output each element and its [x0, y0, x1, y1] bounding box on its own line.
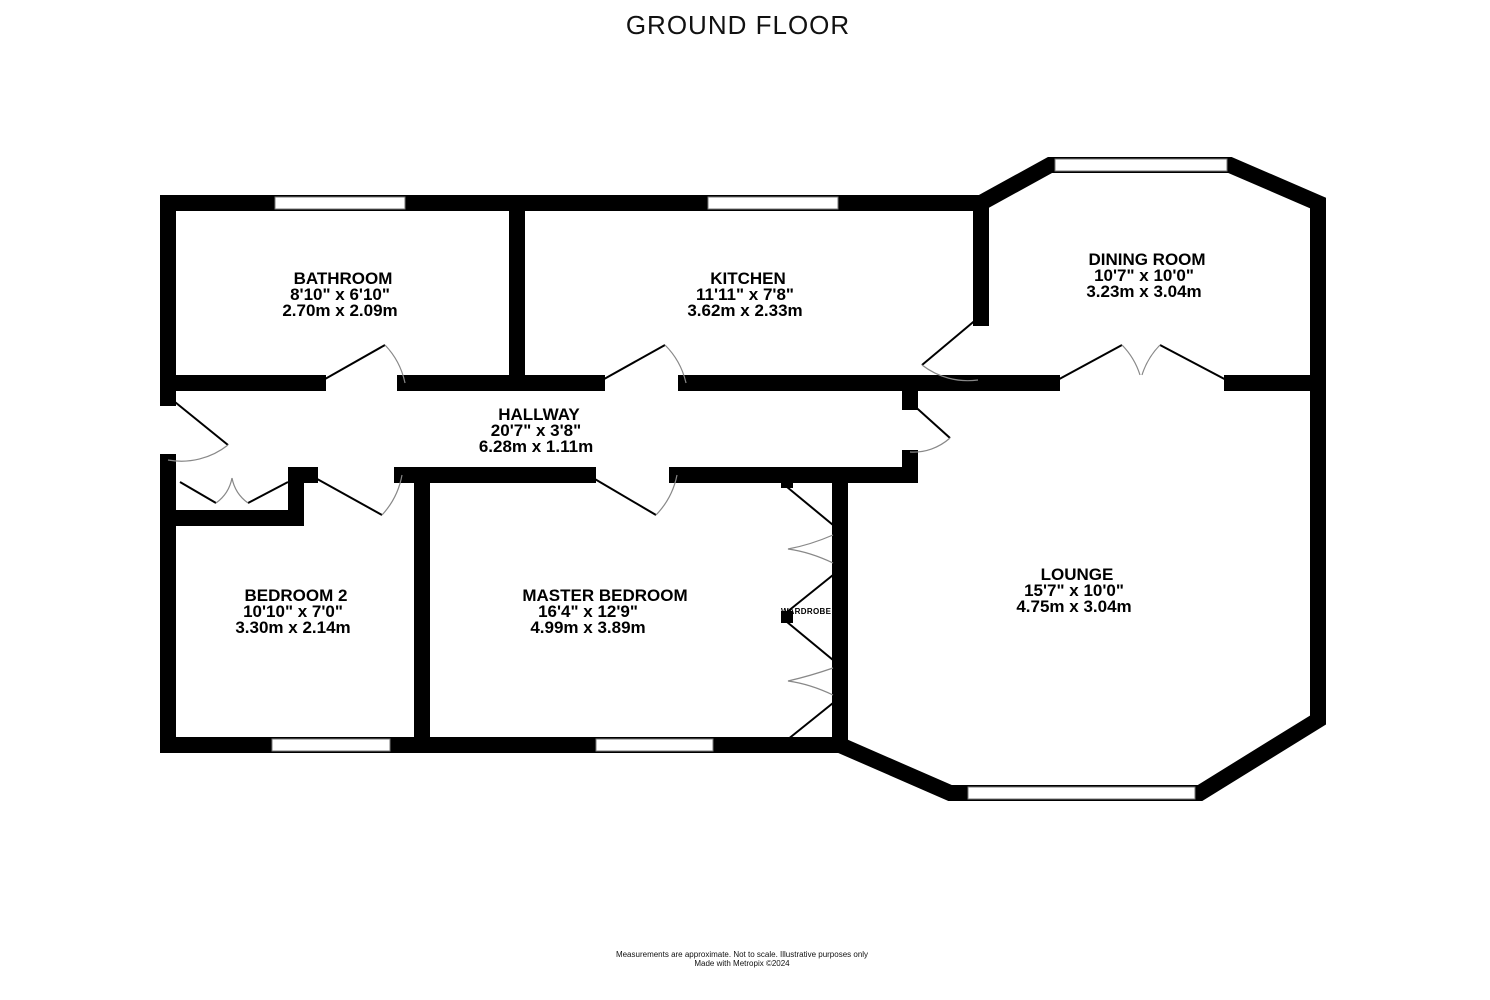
- room-name: BATHROOM: [294, 269, 393, 288]
- room-hallway: HALLWAY 20'7" x 3'8" 6.28m x 1.11m: [479, 405, 593, 456]
- room-metric: 2.70m x 2.09m: [282, 301, 397, 320]
- window: [274, 196, 406, 210]
- room-dining-room: DINING ROOM 10'7" x 10'0" 3.23m x 3.04m: [1086, 250, 1205, 301]
- windows: [271, 158, 1228, 800]
- room-imperial: 15'7" x 10'0": [1024, 581, 1124, 600]
- room-metric: 4.99m x 3.89m: [530, 618, 645, 637]
- room-name: DINING ROOM: [1088, 250, 1205, 269]
- room-imperial: 10'10" x 7'0": [243, 602, 343, 621]
- wardrobe-label: WARDROBE: [781, 607, 832, 616]
- credit: Made with Metropix ©2024: [694, 959, 790, 968]
- window: [595, 738, 714, 752]
- window: [271, 738, 391, 752]
- room-imperial: 8'10" x 6'10": [290, 285, 390, 304]
- room-metric: 3.62m x 2.33m: [687, 301, 802, 320]
- room-metric: 4.75m x 3.04m: [1016, 597, 1131, 616]
- room-metric: 6.28m x 1.11m: [479, 437, 593, 456]
- window: [1054, 158, 1228, 172]
- room-name: LOUNGE: [1041, 565, 1114, 584]
- room-imperial: 10'7" x 10'0": [1094, 266, 1194, 285]
- room-name: BEDROOM 2: [245, 586, 348, 605]
- disclaimer: Measurements are approximate. Not to sca…: [615, 950, 869, 959]
- room-bedroom-2: BEDROOM 2 10'10" x 7'0" 3.30m x 2.14m: [235, 586, 350, 637]
- floor-title: GROUND FLOOR: [625, 10, 851, 40]
- room-name: MASTER BEDROOM: [522, 586, 687, 605]
- room-metric: 3.23m x 3.04m: [1086, 282, 1201, 301]
- room-kitchen: KITCHEN 11'11" x 7'8" 3.62m x 2.33m: [687, 269, 802, 320]
- window: [967, 786, 1196, 800]
- doors: [167, 317, 1233, 741]
- room-lounge: LOUNGE 15'7" x 10'0" 4.75m x 3.04m: [1016, 565, 1131, 616]
- room-imperial: 16'4" x 12'9": [538, 602, 638, 621]
- room-bathroom: BATHROOM 8'10" x 6'10" 2.70m x 2.09m: [282, 269, 397, 320]
- window: [707, 196, 839, 210]
- room-metric: 3.30m x 2.14m: [235, 618, 350, 637]
- footer-note: Measurements are approximate. Not to sca…: [0, 950, 1484, 968]
- room-imperial: 11'11" x 7'8": [696, 285, 794, 304]
- room-master-bedroom: MASTER BEDROOM 16'4" x 12'9" 4.99m x 3.8…: [522, 586, 687, 637]
- room-name: HALLWAY: [498, 405, 580, 424]
- room-name: KITCHEN: [710, 269, 786, 288]
- room-imperial: 20'7" x 3'8": [491, 421, 581, 440]
